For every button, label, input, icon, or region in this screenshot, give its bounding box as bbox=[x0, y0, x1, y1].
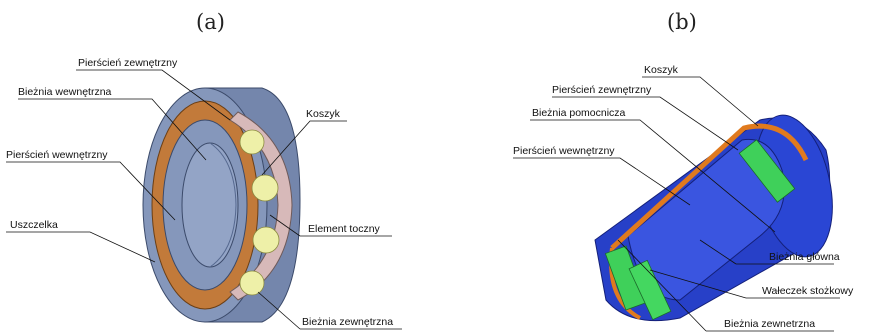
bore bbox=[182, 143, 238, 267]
label-a-rolling-element: Element toczny bbox=[308, 223, 381, 235]
panel-b-letter: (b) bbox=[667, 10, 697, 34]
label-a-inner-ring: Pierścień wewnętrzny bbox=[6, 149, 108, 161]
label-b-aux-race: Bieżnia pomocnicza bbox=[532, 107, 626, 119]
label-a-seal: Uszczelka bbox=[10, 219, 58, 231]
label-b-outer-ring: Pierścień zewnętrzny bbox=[552, 84, 652, 96]
panel-a-letter: (a) bbox=[196, 10, 225, 34]
label-b-tapered-roller: Wałeczek stożkowy bbox=[762, 285, 854, 297]
label-a-inner-race: Bieżnia wewnętrzna bbox=[18, 86, 112, 98]
label-b-cage: Koszyk bbox=[644, 64, 679, 76]
ball-bearing-illustration bbox=[143, 88, 300, 322]
label-a-cage: Koszyk bbox=[306, 108, 341, 120]
ball bbox=[253, 227, 279, 253]
panel-a: (a) bbox=[6, 10, 402, 329]
label-b-inner-ring: Pierścień wewnętrzny bbox=[513, 145, 615, 157]
label-b-main-race: Bieżnia główna bbox=[769, 251, 840, 263]
ball bbox=[252, 175, 278, 201]
label-a-outer-race: Bieżnia zewnętrzna bbox=[302, 316, 393, 328]
panel-b: (b) bbox=[513, 10, 854, 331]
ball bbox=[240, 130, 264, 154]
ball bbox=[240, 271, 264, 295]
label-b-outer-race: Bieżnia zewnetrzna bbox=[724, 318, 815, 330]
label-a-outer-ring: Pierścień zewnętrzny bbox=[78, 57, 178, 69]
